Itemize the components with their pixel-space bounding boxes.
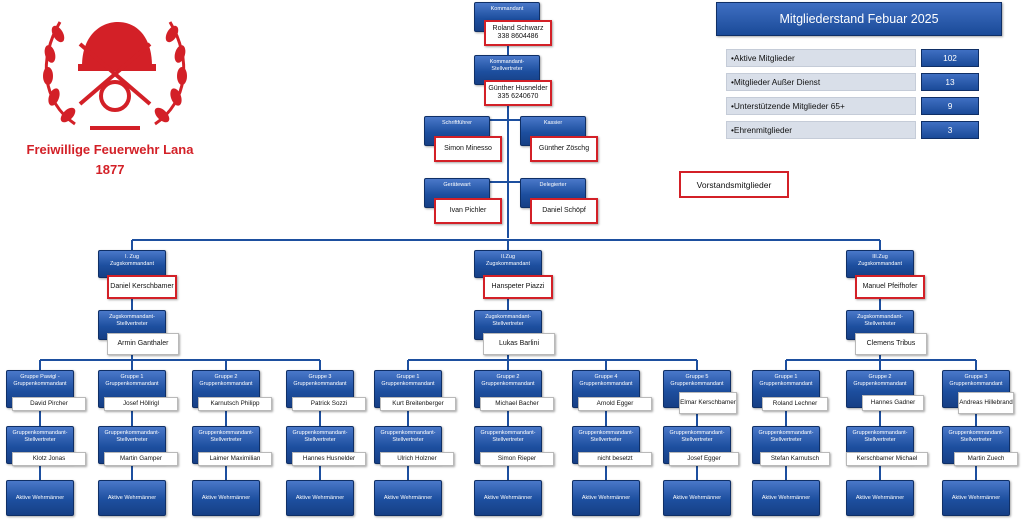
organization-name: Freiwillige Feuerwehr Lana bbox=[26, 142, 194, 157]
group-deputy-name: Hannes Husnelder bbox=[292, 452, 366, 466]
organization-year: 1877 bbox=[95, 162, 125, 177]
group-members-box: Aktive Wehrmänner bbox=[572, 480, 640, 516]
group-members-box: Aktive Wehrmänner bbox=[6, 480, 74, 516]
stat-label-retired: •Mitglieder Außer Dienst bbox=[726, 73, 916, 91]
stat-label-active: •Aktive Mitglieder bbox=[726, 49, 916, 67]
group-leader-name: Josef Höllrigl bbox=[104, 397, 178, 411]
group-deputy-name: Josef Egger bbox=[669, 452, 739, 466]
stat-value-supporting: 9 bbox=[921, 97, 979, 115]
group-leader-name: Andreas Hillebrand bbox=[958, 392, 1014, 414]
group-members-box: Aktive Wehrmänner bbox=[846, 480, 914, 516]
delegierter-name-box: Daniel Schöpf bbox=[530, 198, 598, 224]
platoon-1-deputy-box: Armin Ganthaler bbox=[107, 333, 179, 355]
group-members-box: Aktive Wehrmänner bbox=[942, 480, 1010, 516]
kassier-name-box: Günther Zöschg bbox=[530, 136, 598, 162]
schriftfuehrer-name-box: Simon Minesso bbox=[434, 136, 502, 162]
group-deputy-name: Martin Zuech bbox=[954, 452, 1018, 466]
stat-label-supporting: •Unterstützende Mitglieder 65+ bbox=[726, 97, 916, 115]
legend-board-members: Vorstandsmitglieder bbox=[679, 171, 789, 198]
group-members-box: Aktive Wehrmänner bbox=[374, 480, 442, 516]
group-members-box: Aktive Wehrmänner bbox=[474, 480, 542, 516]
group-deputy-name: Simon Rieper bbox=[480, 452, 554, 466]
stat-label-honorary: •Ehrenmitglieder bbox=[726, 121, 916, 139]
group-deputy-name: Ulrich Holzner bbox=[380, 452, 454, 466]
fire-brigade-emblem-icon bbox=[43, 21, 187, 130]
group-leader-name: Roland Lechner bbox=[762, 397, 828, 411]
platoon-3-leader-box: Manuel Pfeifhofer bbox=[855, 275, 925, 299]
stat-value-active: 102 bbox=[921, 49, 979, 67]
group-deputy-name: Klotz Jonas bbox=[12, 452, 86, 466]
stat-value-honorary: 3 bbox=[921, 121, 979, 139]
group-members-box: Aktive Wehrmänner bbox=[192, 480, 260, 516]
group-leader-name: Kurt Breitenberger bbox=[380, 397, 456, 411]
group-leader-name: Arnold Egger bbox=[578, 397, 652, 411]
geraetewart-name-box: Ivan Pichler bbox=[434, 198, 502, 224]
platoon-3-deputy-box: Clemens Tribus bbox=[855, 333, 927, 355]
group-leader-name: Hannes Gadner bbox=[862, 395, 924, 411]
platoon-2-leader-box: Hanspeter Piazzi bbox=[483, 275, 553, 299]
group-members-box: Aktive Wehrmänner bbox=[98, 480, 166, 516]
group-leader-name: Patrick Sozzi bbox=[292, 397, 366, 411]
statistics-title: Mitgliederstand Febuar 2025 bbox=[716, 2, 1002, 36]
group-members-box: Aktive Wehrmänner bbox=[286, 480, 354, 516]
group-members-box: Aktive Wehrmänner bbox=[752, 480, 820, 516]
group-deputy-name: Stefan Karnutsch bbox=[760, 452, 830, 466]
platoon-2-deputy-box: Lukas Barlini bbox=[483, 333, 555, 355]
group-members-box: Aktive Wehrmänner bbox=[663, 480, 731, 516]
group-leader-name: David Pircher bbox=[12, 397, 86, 411]
group-deputy-name: Martin Gamper bbox=[104, 452, 178, 466]
platoon-1-leader-box: Daniel Kerschbamer bbox=[107, 275, 177, 299]
group-deputy-name: nicht besetzt bbox=[578, 452, 652, 466]
group-deputy-name: Kerschbamer Michael bbox=[846, 452, 928, 466]
group-leader-name: Karnutsch Philipp bbox=[198, 397, 272, 411]
group-deputy-name: Laimer Maximilian bbox=[198, 452, 272, 466]
stat-value-retired: 13 bbox=[921, 73, 979, 91]
group-leader-name: Michael Bacher bbox=[480, 397, 554, 411]
group-leader-name: Elmar Kerschbamer bbox=[679, 392, 737, 414]
